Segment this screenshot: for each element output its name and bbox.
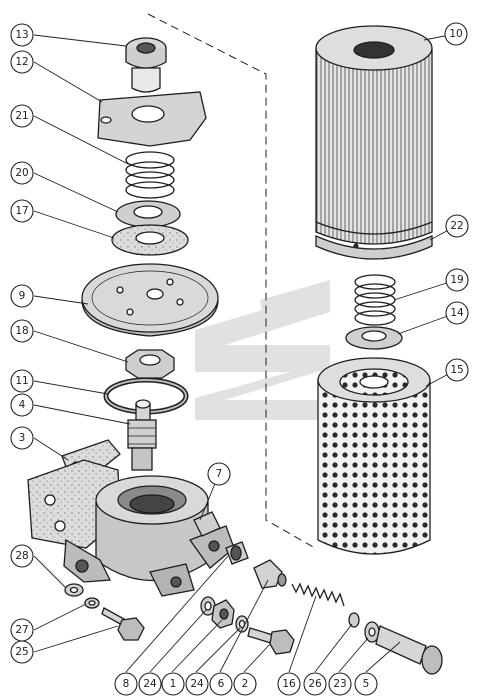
leader-lines (33, 33, 457, 673)
callout-22-label: 22 (450, 220, 463, 232)
callout-27-label: 27 (15, 624, 28, 636)
callout-25-label: 25 (15, 646, 28, 658)
callout-5-label: 5 (363, 678, 370, 690)
callout-11: 11 (10, 369, 34, 393)
callout-23: 23 (328, 672, 352, 696)
callout-4: 4 (10, 393, 34, 417)
callout-16-label: 16 (282, 678, 296, 690)
part-4-stem (127, 399, 157, 471)
callout-8: 8 (114, 672, 138, 696)
callout-24-a: 24 (138, 672, 162, 696)
part-6-valve (253, 559, 287, 589)
callout-14-label: 14 (450, 307, 464, 319)
callout-2: 2 (233, 672, 257, 696)
callout-14: 14 (445, 301, 469, 325)
callout-10: 10 (444, 22, 468, 46)
callout-15-label: 15 (450, 364, 463, 376)
part-13-fitting (125, 37, 167, 93)
part-25-bolt (101, 607, 145, 641)
callout-15: 15 (445, 358, 469, 382)
part-16-spring (291, 582, 345, 607)
callout-20: 20 (10, 161, 34, 185)
callout-17: 17 (10, 199, 34, 223)
callout-3-label: 3 (19, 432, 26, 444)
callout-24-b: 24 (185, 672, 209, 696)
callout-12-label: 12 (15, 56, 28, 68)
callout-9: 9 (10, 284, 34, 308)
part-18-nut (125, 349, 175, 379)
callout-13-label: 13 (15, 29, 28, 41)
callout-18: 18 (10, 319, 34, 343)
callout-20-label: 20 (15, 167, 28, 179)
part-24-washer-a (200, 596, 216, 616)
callout-21: 21 (10, 104, 34, 128)
callout-8-label: 8 (123, 678, 130, 690)
callout-12: 12 (10, 50, 34, 74)
callout-19-label: 19 (450, 274, 463, 286)
part-26-washer (348, 612, 360, 628)
part-10-canister (315, 25, 433, 245)
callout-23-label: 23 (333, 678, 346, 690)
callout-16: 16 (277, 672, 301, 696)
part-14-washer (345, 326, 403, 350)
part-17-gasket (111, 224, 189, 256)
callout-17-label: 17 (15, 205, 28, 217)
part-9-cover (81, 263, 219, 337)
callout-27: 27 (10, 618, 34, 642)
callout-24a-label: 24 (143, 678, 157, 690)
callout-18-label: 18 (15, 325, 28, 337)
callout-9-label: 9 (19, 290, 26, 302)
callout-26-label: 26 (308, 678, 322, 690)
callout-5: 5 (354, 672, 378, 696)
callout-24b-label: 24 (190, 678, 204, 690)
part-8-sleeve (225, 541, 249, 565)
callout-6-label: 6 (218, 678, 225, 690)
part-2-bolt (247, 627, 295, 655)
part-1-nut (211, 599, 235, 629)
part-28-washer (64, 583, 84, 597)
callout-7: 7 (207, 462, 231, 486)
watermark-logo (195, 280, 330, 420)
callout-1-label: 1 (170, 678, 177, 690)
part-23-washer (364, 621, 380, 643)
part-5-plug (375, 625, 443, 675)
callout-13: 13 (10, 23, 34, 47)
assembly-axis-line (147, 13, 316, 549)
part-27-washer (84, 597, 100, 609)
part-22-gasket-ring (315, 234, 433, 260)
part-20-washer (115, 200, 181, 228)
callout-2-label: 2 (242, 678, 249, 690)
callout-28: 28 (10, 544, 34, 568)
callout-7-label: 7 (216, 468, 223, 480)
part-15-filter-element (317, 357, 431, 555)
part-19-spring (354, 274, 396, 326)
callout-25: 25 (10, 640, 34, 664)
callout-10-label: 10 (449, 28, 462, 40)
callout-28-label: 28 (15, 550, 28, 562)
callout-11-label: 11 (15, 375, 28, 387)
callout-6: 6 (209, 672, 233, 696)
callout-1: 1 (161, 672, 185, 696)
callout-26: 26 (303, 672, 327, 696)
part-12-bracket (97, 91, 207, 147)
callout-19: 19 (445, 268, 469, 292)
callout-3: 3 (10, 426, 34, 450)
callout-21-label: 21 (15, 110, 28, 122)
callout-4-label: 4 (19, 399, 26, 411)
filter-housing-body (27, 459, 235, 597)
part-24-washer-b (235, 615, 249, 633)
part-21-spring (125, 151, 175, 199)
callout-22: 22 (445, 214, 469, 238)
